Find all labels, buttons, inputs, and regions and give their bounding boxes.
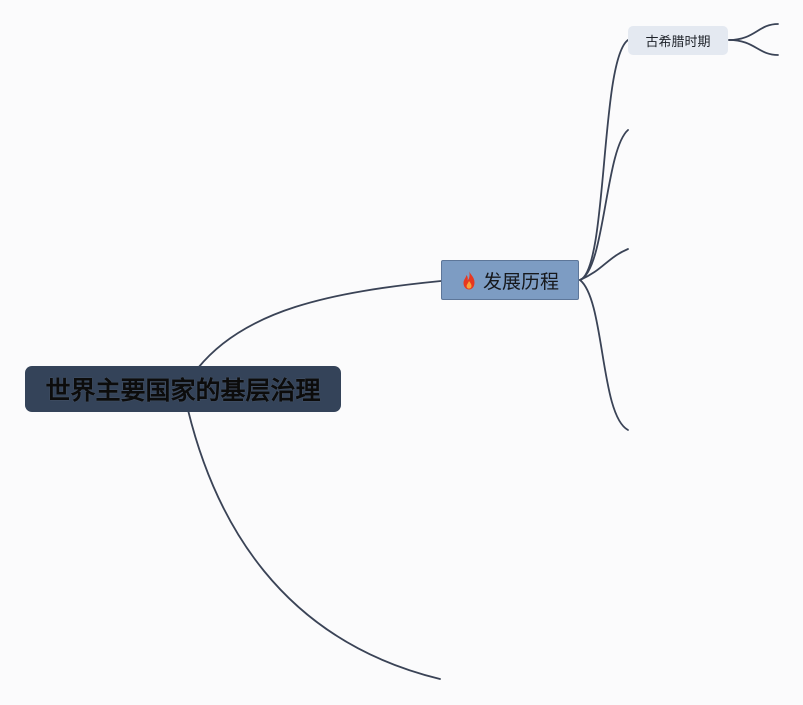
connector-sub-to-child-2 <box>728 39 779 56</box>
connector-main-to-sub-3 <box>579 248 629 281</box>
flame-icon <box>463 270 475 290</box>
main-topic-label: 发展历程 <box>482 270 559 293</box>
subtopic-ancient-greece[interactable]: 古希腊时期 <box>628 26 728 55</box>
connector-root-to-main <box>197 280 442 369</box>
main-topic-development-history[interactable]: 发展历程 <box>441 260 579 300</box>
root-topic-label: 世界主要国家的基层治理 <box>45 376 321 405</box>
subtopic-label: 古希腊时期 <box>645 35 711 50</box>
connector-sub-to-child-1 <box>728 23 779 41</box>
connector-main-to-sub-1 <box>579 39 629 281</box>
connector-root-to-lower-branch <box>187 409 441 680</box>
root-topic[interactable]: 世界主要国家的基层治理 <box>25 366 341 412</box>
connector-main-to-sub-4 <box>579 279 629 431</box>
connector-main-to-sub-2 <box>579 129 629 281</box>
